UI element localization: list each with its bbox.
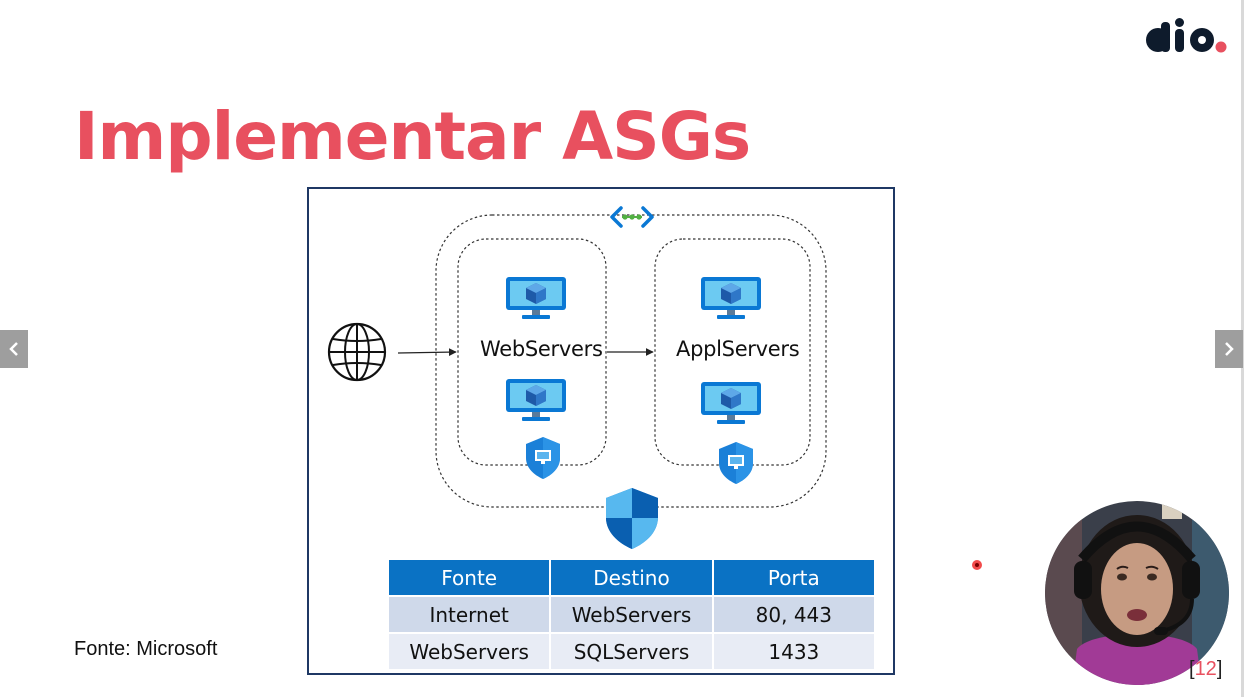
table-header-row: Fonte Destino Porta xyxy=(386,558,877,597)
asg-shield-icon xyxy=(719,442,753,484)
vm-icon xyxy=(506,277,566,319)
next-slide-button[interactable] xyxy=(1215,330,1243,368)
vnet-peering-icon xyxy=(610,206,654,228)
globe-icon xyxy=(327,322,387,382)
vm-icon xyxy=(701,382,761,424)
table-cell-source: Internet xyxy=(386,595,552,634)
chevron-right-icon xyxy=(1225,342,1234,356)
source-caption: Fonte: Microsoft xyxy=(74,638,218,660)
table-cell-destination: SQLServers xyxy=(549,632,714,671)
applservers-group-label: ApplServers xyxy=(676,337,800,361)
asg-shield-icon xyxy=(526,437,560,479)
column-header-destino: Destino xyxy=(549,558,714,597)
vm-icon xyxy=(506,379,566,421)
prev-slide-button[interactable] xyxy=(0,330,28,368)
table-cell-source: WebServers xyxy=(386,632,552,671)
asg-diagram: WebServers ApplServers Fonte Destino Por… xyxy=(307,187,895,675)
table-cell-destination: WebServers xyxy=(549,595,714,634)
security-rules-table: Fonte Destino Porta Internet WebServers … xyxy=(386,558,877,671)
vnet-boundary xyxy=(435,214,827,508)
internet-to-webservers-arrow xyxy=(397,348,457,357)
vm-icon xyxy=(701,277,761,319)
column-header-porta: Porta xyxy=(711,558,877,597)
presenter-webcam xyxy=(1045,501,1229,685)
webservers-group-label: WebServers xyxy=(480,337,603,361)
table-cell-port: 1433 xyxy=(711,632,877,671)
asg-diagram-canvas xyxy=(327,206,827,549)
table-cell-port: 80, 443 xyxy=(711,595,877,634)
dio-logo xyxy=(1146,18,1227,53)
chevron-left-icon xyxy=(9,342,18,356)
laser-pointer-icon xyxy=(972,560,982,570)
table-row: Internet WebServers 80, 443 xyxy=(386,595,877,634)
column-header-fonte: Fonte xyxy=(386,558,552,597)
table-row: WebServers SQLServers 1433 xyxy=(386,632,877,671)
page-number: [12] xyxy=(1189,658,1223,680)
page-number-value: 12 xyxy=(1194,658,1217,680)
slide-title: Implementar ASGs xyxy=(74,98,751,175)
nsg-shield-icon xyxy=(606,488,658,549)
